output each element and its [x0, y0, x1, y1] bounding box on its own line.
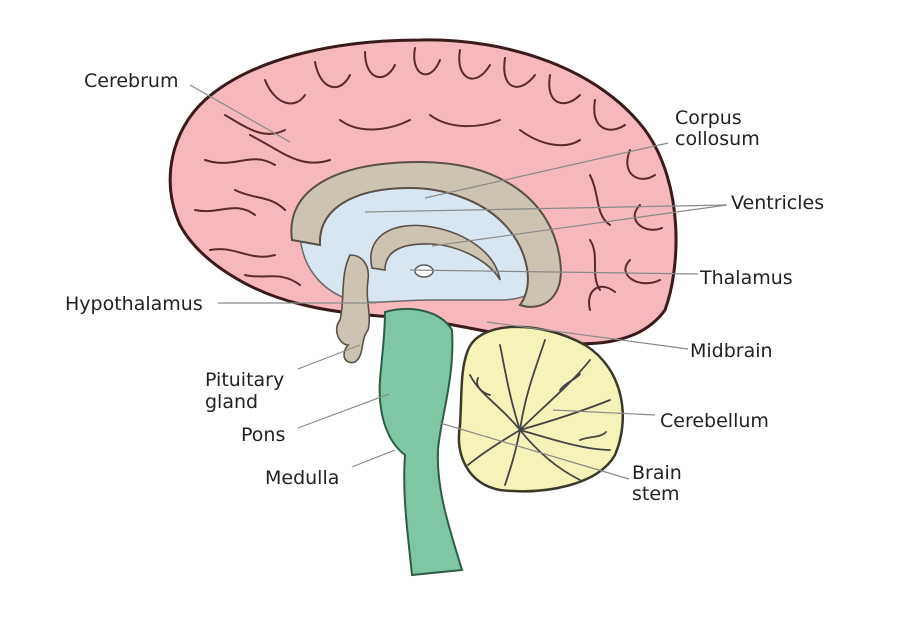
- label-pons: Pons: [241, 424, 285, 446]
- label-pituitary-gland-line2: gland: [205, 391, 258, 413]
- cerebellum-folia: [467, 339, 611, 486]
- thalamus-oval: [414, 264, 434, 278]
- label-corpus-callosum-line2: collosum: [675, 128, 760, 150]
- label-cerebrum: Cerebrum: [84, 70, 178, 92]
- label-corpus-callosum-line1: Corpus: [675, 107, 742, 129]
- label-medulla: Medulla: [265, 467, 339, 489]
- pituitary-gland-shape: [335, 254, 371, 364]
- corpus-callosum-shape: [290, 160, 562, 308]
- fornix-shape: [370, 224, 501, 281]
- label-midbrain: Midbrain: [690, 340, 773, 362]
- label-brain-stem-line1: Brain: [632, 462, 682, 484]
- label-hypothalamus: Hypothalamus: [65, 293, 203, 315]
- brainstem-shape: [378, 308, 464, 577]
- labels: Cerebrum Corpus collosum Ventricles Thal…: [65, 70, 824, 505]
- cerebrum-gyri: [194, 47, 663, 311]
- label-pituitary-gland-line1: Pituitary: [205, 369, 284, 391]
- label-cerebellum: Cerebellum: [660, 410, 769, 432]
- label-brain-stem-line2: stem: [632, 483, 680, 505]
- leader-lines: [189, 84, 728, 480]
- label-ventricles: Ventricles: [731, 192, 824, 214]
- label-thalamus: Thalamus: [699, 267, 793, 289]
